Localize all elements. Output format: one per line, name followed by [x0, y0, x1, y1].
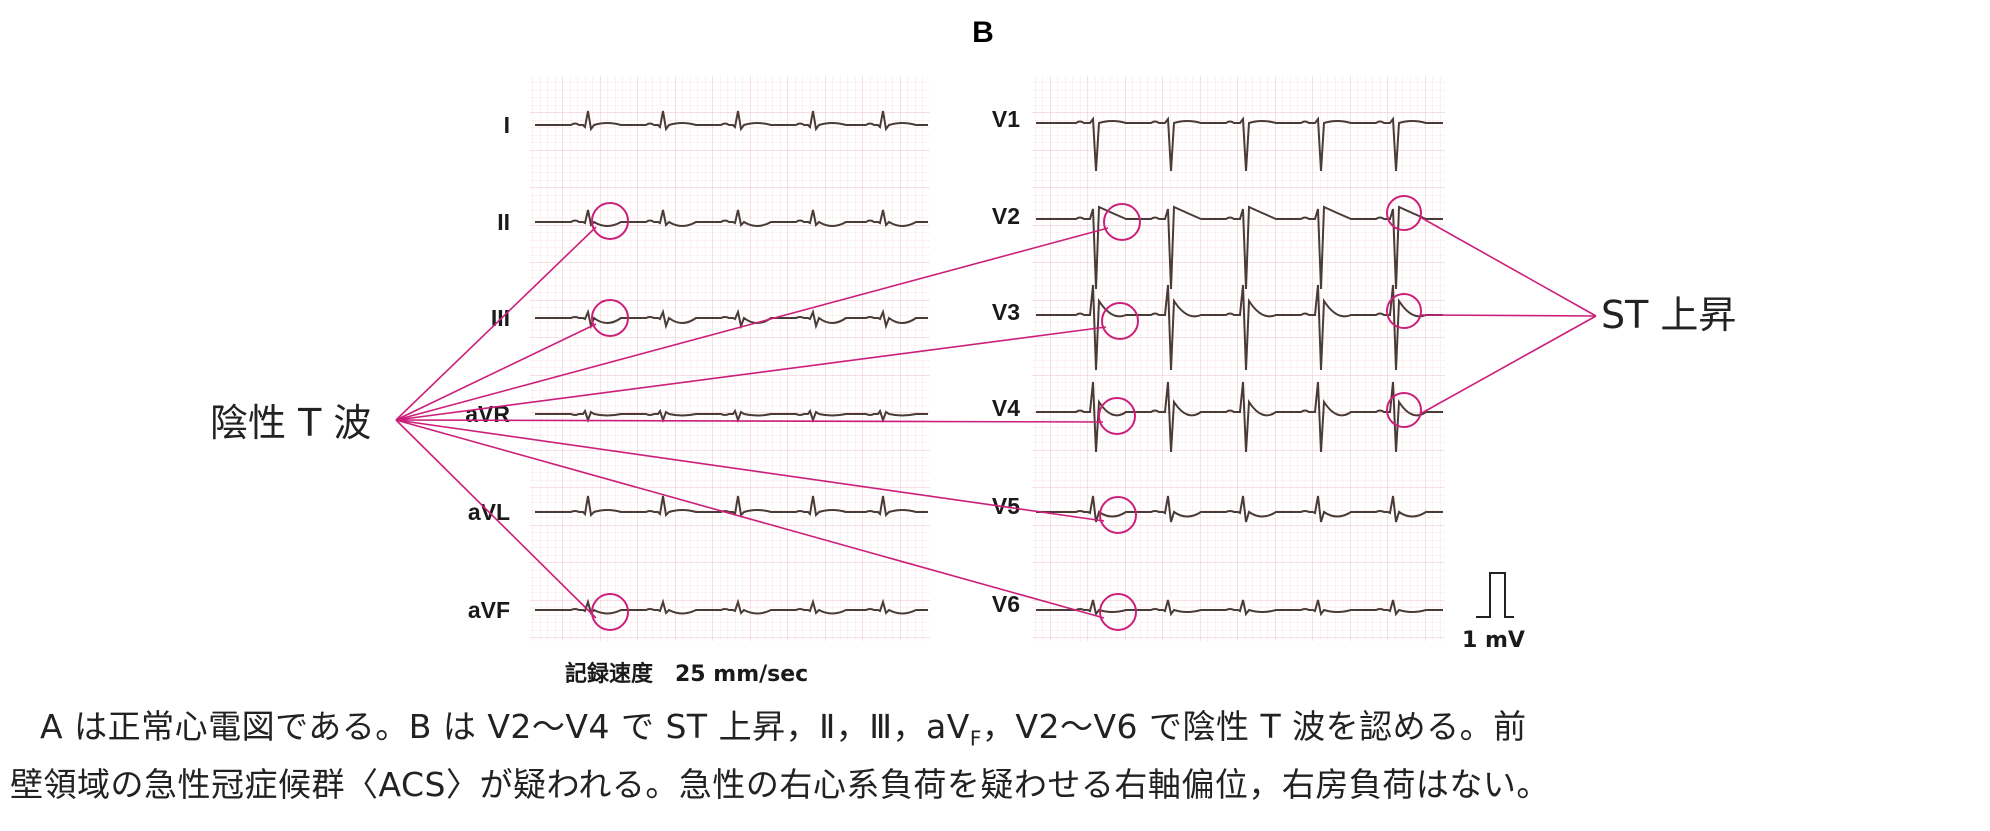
line-to-circle-st-v2 — [1419, 216, 1597, 317]
lead-label-i: I — [504, 112, 510, 138]
st-elevation-label: ST 上昇 — [1601, 293, 1736, 337]
circle-v5 — [1099, 496, 1137, 534]
trace-avf — [535, 598, 928, 615]
annotation-circles — [591, 195, 1422, 631]
lead-label-v4: V4 — [992, 395, 1020, 421]
negative-t-wave-label: 陰性 T 波 — [210, 401, 371, 445]
line-to-circle-st-v4 — [1419, 315, 1597, 415]
lead-label-iii: III — [491, 305, 510, 331]
trace-v1 — [1036, 116, 1443, 172]
line-to-circle-ii — [395, 226, 597, 421]
circle-v6 — [1099, 593, 1137, 631]
calibration-pulse — [1476, 572, 1514, 618]
recording-speed-label: 記録速度 25 mm/sec — [565, 661, 808, 687]
circle-v4 — [1098, 397, 1136, 435]
circle-avf — [591, 593, 629, 631]
line-to-circle-v5 — [395, 419, 1105, 522]
lead-label-v3: V3 — [992, 299, 1020, 325]
lead-label-v6: V6 — [992, 591, 1020, 617]
lead-label-v1: V1 — [992, 106, 1020, 132]
trace-v6 — [1036, 599, 1443, 617]
trace-ii — [535, 209, 928, 228]
trace-v3 — [1036, 284, 1443, 371]
trace-avl — [535, 495, 928, 518]
annotation-lines — [395, 216, 1597, 619]
circle-ii — [591, 202, 629, 240]
line-to-circle-avf — [395, 419, 597, 619]
lead-label-avr: aVR — [465, 401, 510, 427]
circle-st-v4 — [1386, 392, 1422, 428]
lead-label-avf: aVF — [468, 597, 510, 623]
circle-st-v2 — [1386, 195, 1422, 231]
circle-st-v3 — [1386, 293, 1422, 329]
circle-v3 — [1101, 302, 1139, 340]
trace-i — [535, 110, 928, 132]
caption-line-2: 壁領域の急性冠症候群〈ACS〉が疑われる。急性の右心系負荷を疑わせる右軸偏位，右… — [10, 765, 1550, 804]
line-to-circle-v6 — [395, 419, 1105, 619]
trace-iii — [535, 308, 928, 330]
calibration-label: 1 mV — [1462, 628, 1525, 653]
line-to-circle-v4 — [395, 419, 1104, 423]
circle-iii — [591, 299, 629, 337]
line-to-circle-st-v3 — [1419, 314, 1597, 317]
ecg-traces — [535, 110, 1443, 617]
line-to-circle-v3 — [395, 326, 1107, 421]
lead-label-v2: V2 — [992, 203, 1020, 229]
caption-line-1: A は正常心電図である。B は V2〜V4 で ST 上昇，Ⅱ，Ⅲ，aVF，V2… — [40, 707, 1527, 751]
line-to-circle-iii — [395, 323, 597, 421]
circle-v2 — [1103, 203, 1141, 241]
precordial-lead-grid — [1032, 76, 1445, 641]
trace-avr — [535, 408, 928, 423]
lead-label-ii: II — [497, 209, 510, 235]
trace-v4 — [1036, 381, 1443, 453]
trace-v2 — [1036, 205, 1443, 290]
panel-label: B — [972, 16, 994, 49]
line-to-circle-v2 — [395, 227, 1109, 421]
trace-v5 — [1036, 495, 1443, 523]
